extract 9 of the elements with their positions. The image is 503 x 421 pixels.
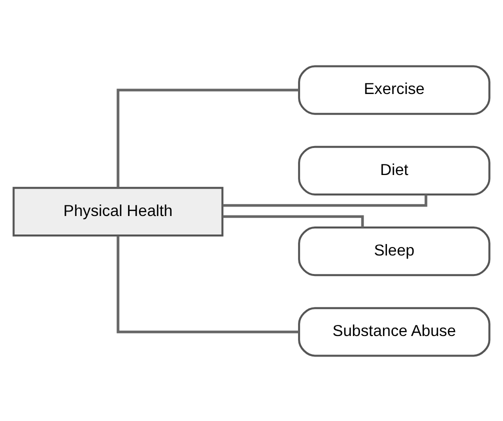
node-box: Physical Health (12, 186, 224, 236)
node-box: Exercise (298, 64, 490, 114)
node-box: Substance Abuse (298, 306, 490, 356)
node-box: Sleep (298, 226, 490, 276)
connector (222, 214, 364, 228)
connector (222, 194, 428, 206)
connector (116, 236, 299, 333)
connector (116, 88, 299, 188)
node-box: Diet (298, 145, 490, 195)
